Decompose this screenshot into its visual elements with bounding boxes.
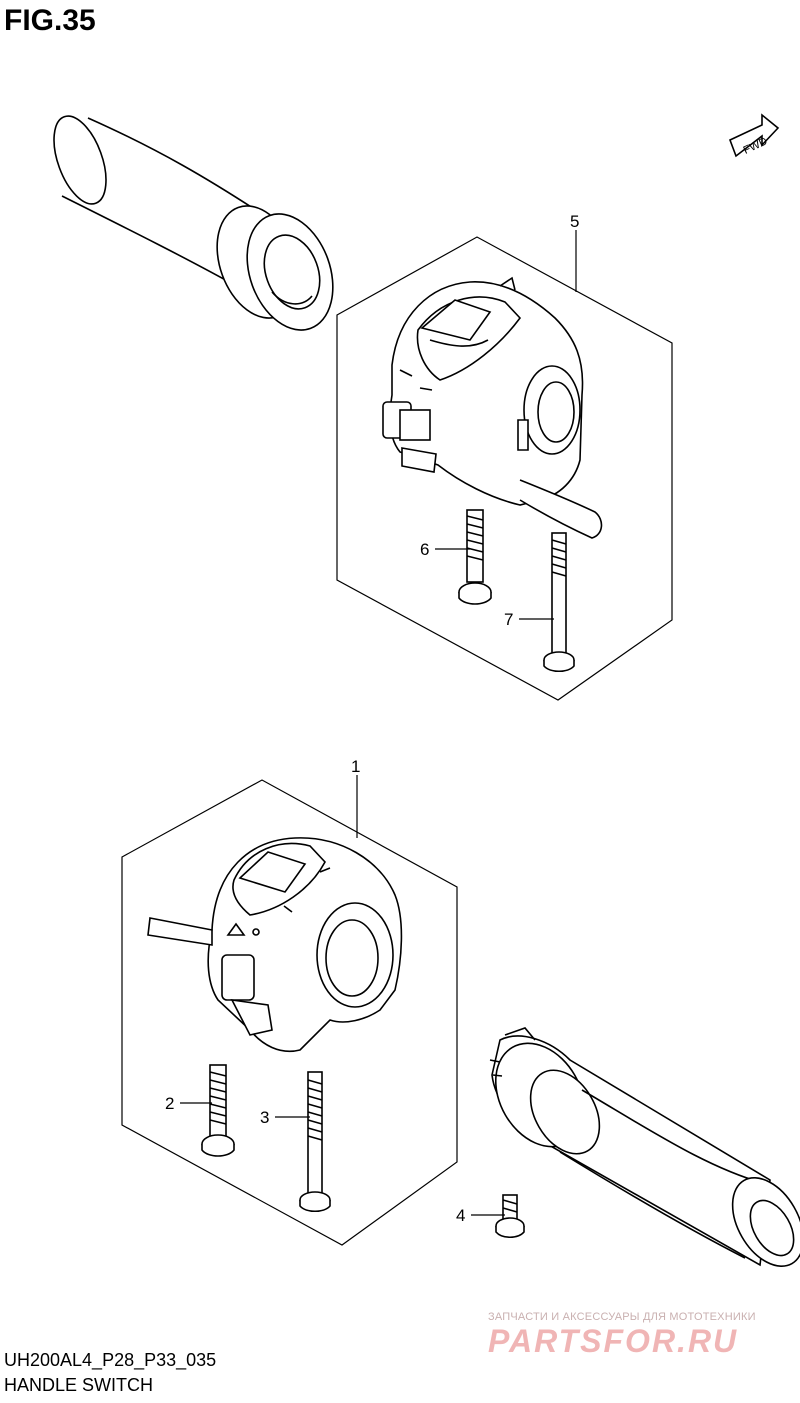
svg-text:7: 7 <box>504 610 513 629</box>
watermark-logo: PARTSFOR.RU <box>488 1323 739 1359</box>
callout-2: 2 <box>165 1094 212 1113</box>
callout-5: 5 <box>570 212 579 292</box>
watermark-tagline: ЗАПЧАСТИ И АКСЕССУАРЫ ДЛЯ МОТОТЕХНИКИ <box>488 1311 756 1323</box>
screw-3 <box>299 1071 331 1213</box>
figure-code: UH200AL4_P28_P33_035 <box>4 1350 217 1370</box>
figure-title: FIG.35 <box>4 4 96 37</box>
fwd-arrow-icon: FWD <box>728 113 780 158</box>
callout-6: 6 <box>420 540 470 559</box>
svg-text:5: 5 <box>570 212 579 231</box>
svg-text:3: 3 <box>260 1108 269 1127</box>
svg-text:1: 1 <box>351 757 360 776</box>
callout-1: 1 <box>351 757 360 838</box>
kit-box-5 <box>336 236 673 701</box>
kit-box-1 <box>121 779 458 1246</box>
handle-switch-right <box>147 837 403 1052</box>
callout-3: 3 <box>260 1108 310 1127</box>
svg-text:6: 6 <box>420 540 429 559</box>
screw-2 <box>201 1064 235 1157</box>
left-grip <box>53 115 334 331</box>
handle-switch-left <box>382 276 603 539</box>
figure-name: HANDLE SWITCH <box>4 1375 154 1395</box>
callout-7: 7 <box>504 610 554 629</box>
screw-4 <box>495 1194 525 1239</box>
screw-6 <box>458 509 492 605</box>
throttle-grip <box>489 1027 800 1267</box>
svg-text:4: 4 <box>456 1206 465 1225</box>
screw-7 <box>543 532 575 673</box>
callout-4: 4 <box>456 1206 505 1225</box>
svg-text:2: 2 <box>165 1094 174 1113</box>
